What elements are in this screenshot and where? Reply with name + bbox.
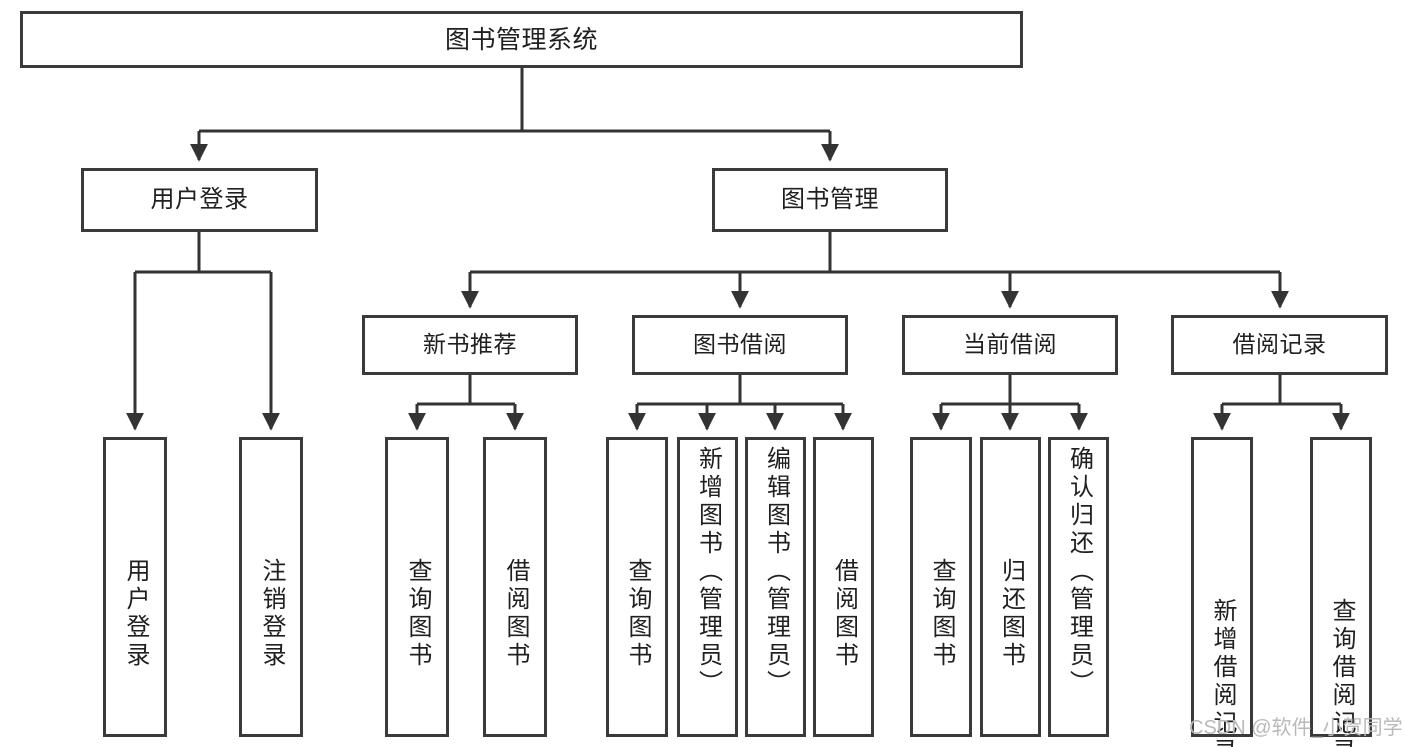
node-leaf-add-book[interactable]: 新增图书（管理员） (677, 437, 738, 737)
node-leaf-return-book-label: 归还图书 (997, 558, 1025, 670)
node-leaf-query-record-label: 查询借阅记录 (1328, 598, 1355, 747)
node-leaf-query-book-2[interactable]: 查询图书 (606, 437, 668, 737)
node-root[interactable]: 图书管理系统 (20, 11, 1023, 68)
node-new-book-recommend[interactable]: 新书推荐 (362, 315, 578, 375)
node-user-login[interactable]: 用户登录 (81, 168, 318, 232)
node-book-manage-label: 图书管理 (781, 185, 879, 213)
node-leaf-edit-book[interactable]: 编辑图书（管理员） (745, 437, 806, 737)
node-leaf-query-book-3-label: 查询图书 (928, 558, 955, 670)
node-book-borrow-label: 图书借阅 (693, 331, 787, 358)
node-borrow-record[interactable]: 借阅记录 (1171, 315, 1388, 375)
node-leaf-borrow-book-2[interactable]: 借阅图书 (813, 437, 874, 737)
node-book-manage[interactable]: 图书管理 (712, 168, 948, 232)
node-book-borrow[interactable]: 图书借阅 (632, 315, 848, 375)
node-leaf-confirm-return-label: 确认归还（管理员） (1065, 446, 1093, 698)
node-leaf-return-book[interactable]: 归还图书 (980, 437, 1041, 737)
node-current-borrow[interactable]: 当前借阅 (902, 315, 1118, 375)
node-leaf-query-book-2-label: 查询图书 (624, 558, 651, 670)
node-leaf-add-record[interactable]: 新增借阅记录 (1191, 437, 1253, 747)
node-borrow-record-label: 借阅记录 (1232, 331, 1327, 358)
node-leaf-query-book-3[interactable]: 查询图书 (910, 437, 972, 737)
node-leaf-query-record[interactable]: 查询借阅记录 (1310, 437, 1372, 747)
node-leaf-borrow-book-1-label: 借阅图书 (502, 558, 529, 670)
node-current-borrow-label: 当前借阅 (963, 331, 1057, 358)
node-leaf-edit-book-label: 编辑图书（管理员） (762, 446, 790, 698)
node-leaf-user-logout[interactable]: 注销登录 (239, 437, 303, 737)
node-leaf-user-logout-label: 注销登录 (258, 558, 285, 670)
watermark-text: CSDN @软件_小贺同学 (1189, 717, 1403, 739)
node-leaf-borrow-book-2-label: 借阅图书 (830, 558, 858, 670)
node-leaf-user-login[interactable]: 用户登录 (103, 437, 167, 737)
node-leaf-query-book-1[interactable]: 查询图书 (385, 437, 449, 737)
node-leaf-add-record-label: 新增借阅记录 (1209, 598, 1236, 747)
node-leaf-query-book-1-label: 查询图书 (404, 558, 431, 670)
node-new-book-recommend-label: 新书推荐 (423, 331, 517, 358)
node-leaf-borrow-book-1[interactable]: 借阅图书 (483, 437, 547, 737)
node-leaf-add-book-label: 新增图书（管理员） (694, 446, 722, 698)
node-user-login-label: 用户登录 (150, 185, 249, 213)
node-leaf-confirm-return[interactable]: 确认归还（管理员） (1048, 437, 1109, 737)
node-root-label: 图书管理系统 (444, 25, 598, 54)
node-leaf-user-login-label: 用户登录 (122, 558, 149, 670)
